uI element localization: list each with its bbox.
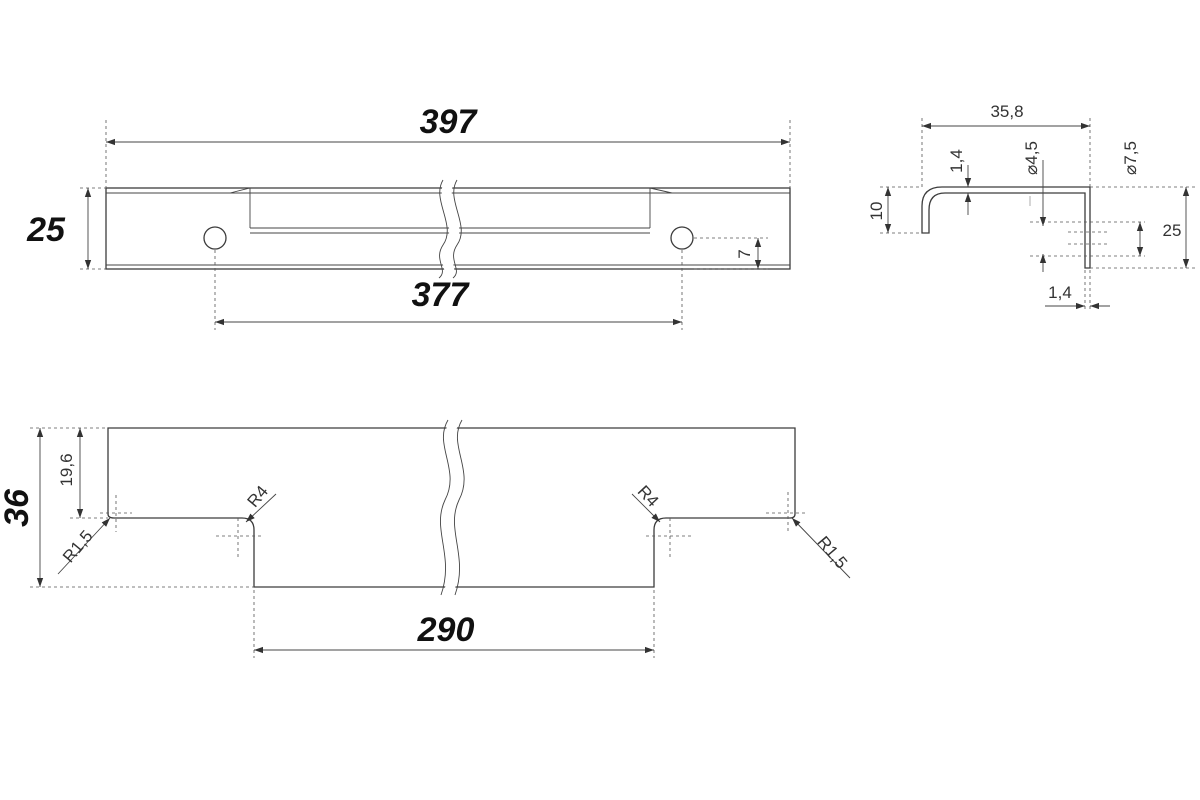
cutout-view: 36 19,6 290 R1,5 R4 R4 R1,5 [0,417,851,658]
leader-r1-5-left [57,517,111,575]
right-hole-icon [670,226,694,250]
dim-7-5-label: ⌀7,5 [1121,141,1140,175]
profile-view: 35,8 10 1,4 ⌀4,5 ⌀7,5 25 1,4 [867,102,1195,312]
dim-7-label: 7 [735,249,754,258]
dim-290-label: 290 [417,611,475,649]
front-view: 397 377 25 7 [26,103,791,330]
right-inner-center-mark [646,518,692,560]
radius-r4-right-label: R4 [634,482,663,511]
left-hole-icon [203,226,227,250]
left-outer-center-mark [100,495,132,532]
left-inner-center-mark [216,518,262,560]
dim-1-4-side-label: 1,4 [1048,283,1072,302]
dim-10-label: 10 [867,202,886,221]
dim-25-front-label: 25 [26,211,66,249]
leader-r4-left [245,493,277,523]
right-outer-center-mark [766,492,806,532]
radius-r1-5-right-label: R1,5 [813,533,851,573]
cutout-break-mark [442,417,463,597]
dim-36-label: 36 [0,488,36,527]
dim-1-4-top-label: 1,4 [947,149,966,173]
dim-4-5-label: ⌀4,5 [1022,141,1041,175]
dim-25-profile-label: 25 [1163,221,1182,240]
dim-35-8-label: 35,8 [990,102,1023,121]
radius-r4-left-label: R4 [244,482,273,511]
dim-397-label: 397 [420,103,479,141]
front-break-mark [441,177,460,282]
dim-377-label: 377 [412,276,471,314]
profile-outline [921,186,1091,269]
leader-r1-5-right [791,517,851,579]
leader-r4-right [631,493,661,523]
cutout-outline [107,427,796,588]
radius-r1-5-left-label: R1,5 [59,527,97,567]
dim-19-6-label: 19,6 [57,453,76,486]
